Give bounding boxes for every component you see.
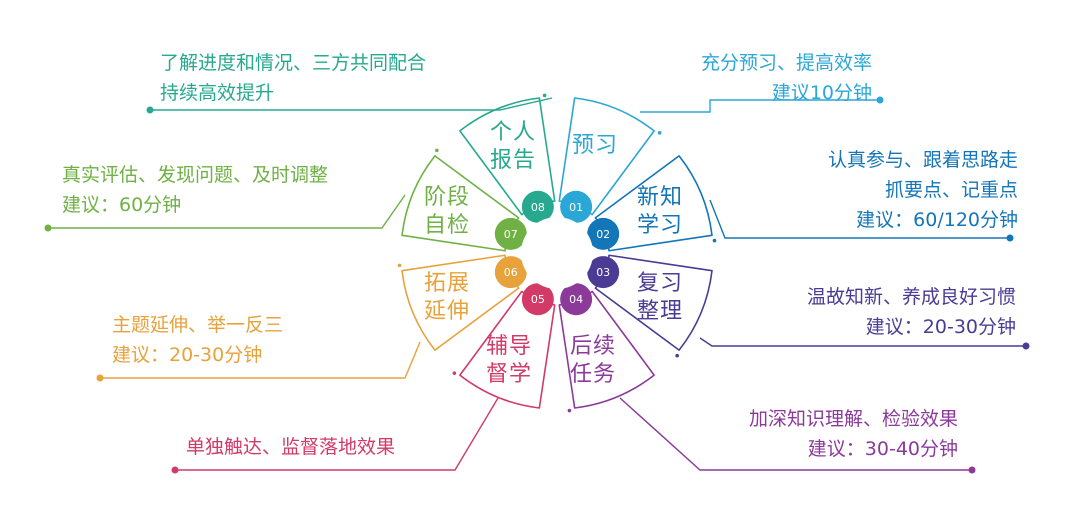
petal-08-number-badge [521, 190, 554, 223]
petal-08-number: 08 [531, 201, 545, 214]
petal-08-title: 个人 报告 [490, 120, 537, 173]
leader-dot-06 [96, 374, 104, 382]
leader-line-07 [48, 194, 406, 229]
petal-02-number-badge [587, 217, 620, 250]
petal-01-number-badge [560, 190, 593, 223]
petal-01-title: 预习 [572, 133, 619, 158]
leader-dot-08 [146, 106, 154, 114]
annotation-07: 真实评估、发现问题、及时调整 建议：60分钟 [62, 164, 329, 216]
leader-dot-07 [44, 224, 52, 232]
petal-02-arrow-tip [712, 238, 717, 243]
leader-line-05 [175, 397, 499, 471]
petal-07-title: 阶段 自检 [424, 185, 471, 238]
annotation-08: 了解进度和情况、三方共同配合 持续高效提升 [160, 52, 427, 104]
petal-01-number: 01 [569, 201, 583, 214]
annotation-04: 加深知识理解、检验效果 建议：30-40分钟 [748, 408, 958, 460]
petal-07-number: 07 [504, 228, 518, 241]
petal-04-number-badge [560, 283, 593, 316]
petal-03-number: 03 [596, 266, 610, 279]
annotation-03: 温故知新、养成良好习惯 建议：20-30分钟 [806, 286, 1016, 338]
leader-line-01 [640, 99, 880, 113]
leader-dot-02 [1006, 234, 1014, 242]
leader-dot-03 [1022, 342, 1030, 350]
diagram-core [521, 217, 593, 289]
petal-05-number-badge [521, 283, 554, 316]
petal-04-arrow-tip [567, 408, 572, 413]
leader-dot-01 [876, 96, 884, 104]
petal-04-title: 后续 任务 [570, 334, 617, 387]
petal-06-number: 06 [504, 266, 518, 279]
leader-dot-05 [171, 466, 179, 474]
petal-03-number-badge [587, 256, 620, 289]
leader-dot-04 [968, 466, 976, 474]
petal-05-arrow-tip [452, 371, 457, 375]
petal-05-number: 05 [531, 293, 545, 306]
petal-08-arrow-tip [542, 93, 547, 98]
leader-line-02 [709, 199, 1010, 239]
petal-01-arrow-tip [657, 131, 662, 135]
petal-02-title: 新知 学习 [637, 185, 684, 238]
petal-07-number-badge [494, 217, 527, 250]
annotation-06: 主题延伸、举一反三 建议：20-30分钟 [112, 314, 284, 366]
annotation-02: 认真参与、跟着思路走 抓要点、记重点 建议：60/120分钟 [827, 149, 1018, 231]
petal-03-arrow-tip [675, 353, 679, 358]
leader-line-04 [619, 397, 972, 471]
petal-06-number-badge [494, 256, 527, 289]
petal-06-arrow-tip [397, 263, 402, 268]
petal-03-title: 复习 整理 [637, 271, 684, 324]
petal-07-arrow-tip [435, 148, 439, 153]
leader-line-08 [150, 97, 553, 111]
petal-02-number: 02 [596, 228, 610, 241]
leader-line-03 [699, 337, 1026, 347]
petal-04-number: 04 [569, 293, 583, 306]
leader-line-06 [100, 341, 421, 379]
annotation-01: 充分预习、提高效率 建议10分钟 [700, 52, 872, 104]
petal-06-title: 拓展 延伸 [424, 271, 471, 324]
petal-05-title: 辅导 督学 [486, 334, 533, 387]
annotation-05: 单独触达、监督落地效果 [186, 436, 396, 458]
